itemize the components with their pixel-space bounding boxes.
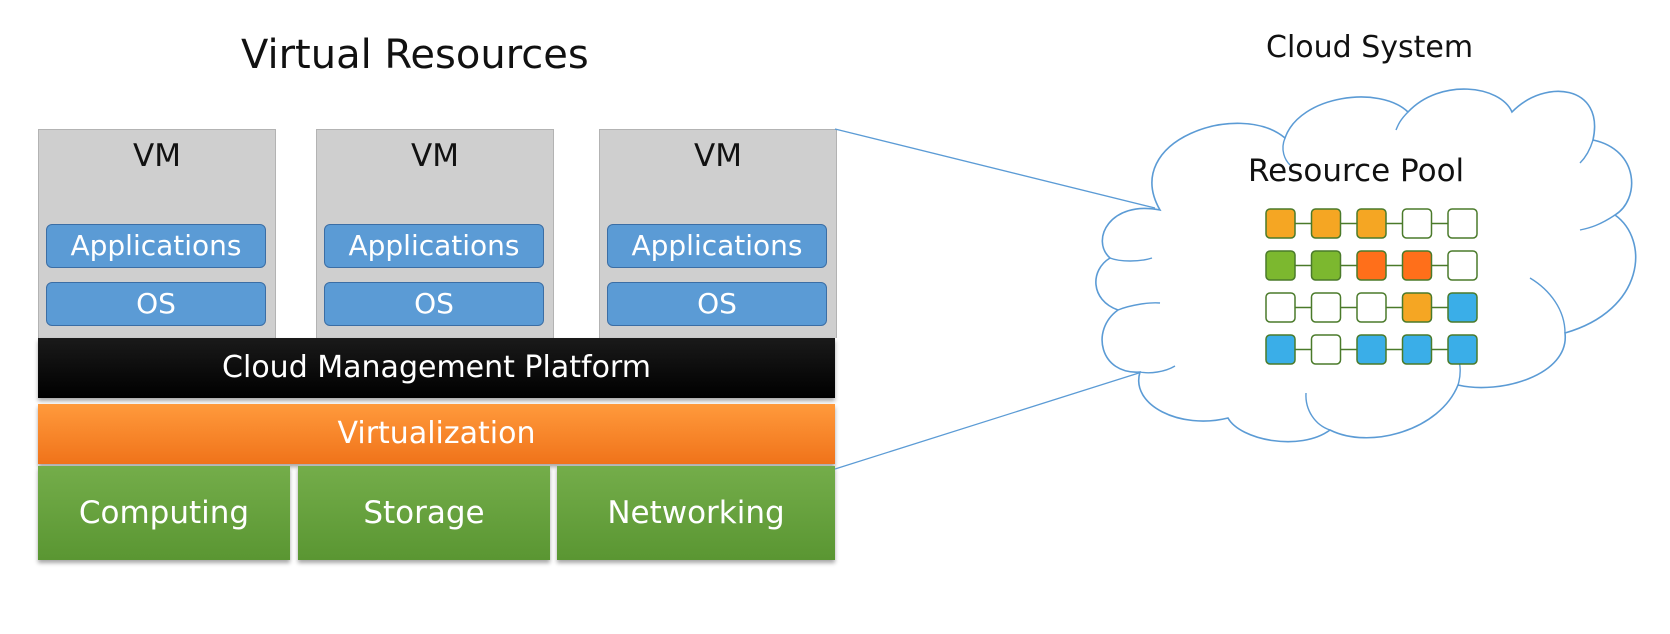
vm-box-3: VM Applications OS — [599, 129, 837, 338]
os-box: OS — [46, 282, 266, 326]
cloud-management-platform-bar: Cloud Management Platform — [38, 338, 835, 398]
computing-box: Computing — [38, 466, 290, 560]
pool-cell-empty — [1447, 208, 1478, 239]
resource-pool-grid — [1265, 208, 1478, 365]
pool-cell-orange — [1401, 292, 1433, 323]
vm-box-2: VM Applications OS — [316, 129, 554, 338]
vm-label: VM — [694, 138, 742, 174]
vm-label: VM — [133, 138, 181, 174]
cloud-inner-stroke — [1579, 214, 1616, 231]
pool-cell-blue — [1447, 292, 1478, 323]
cloud-inner-stroke — [1282, 137, 1291, 166]
pool-cell-empty — [1310, 334, 1342, 365]
pool-cell-dark-orange — [1356, 250, 1387, 281]
pool-cell-empty — [1401, 208, 1433, 239]
vm-label: VM — [411, 138, 459, 174]
pool-cell-empty — [1310, 292, 1342, 323]
pool-cell-blue — [1265, 334, 1296, 365]
cloud-system-title: Cloud System — [1266, 30, 1474, 65]
pool-cell-orange — [1310, 208, 1342, 239]
cloud-inner-stroke — [1117, 302, 1161, 311]
applications-box: Applications — [607, 224, 827, 268]
applications-box: Applications — [46, 224, 266, 268]
cloud-inner-stroke — [1395, 111, 1409, 131]
connector-line-bottom — [834, 371, 1143, 470]
pool-cell-empty — [1447, 250, 1478, 281]
cloud-inner-stroke — [1529, 277, 1566, 334]
virtualization-bar: Virtualization — [38, 404, 835, 464]
connector-line-top — [834, 128, 1156, 209]
cloud-inner-stroke — [1139, 365, 1176, 374]
pool-cell-orange — [1356, 208, 1387, 239]
pool-cell-green — [1310, 250, 1342, 281]
networking-box: Networking — [557, 466, 835, 560]
pool-cell-orange — [1265, 208, 1296, 239]
pool-cell-empty — [1356, 292, 1387, 323]
cloud-inner-stroke — [1579, 139, 1594, 164]
pool-cell-blue — [1356, 334, 1387, 365]
pool-cell-blue — [1447, 334, 1478, 365]
vm-box-1: VM Applications OS — [38, 129, 276, 338]
applications-box: Applications — [324, 224, 544, 268]
os-box: OS — [607, 282, 827, 326]
pool-cell-green — [1265, 250, 1296, 281]
cloud-inner-stroke — [1305, 392, 1331, 431]
virtual-resources-title: Virtual Resources — [241, 32, 589, 78]
pool-cell-empty — [1265, 292, 1296, 323]
storage-box: Storage — [298, 466, 550, 560]
pool-cell-dark-orange — [1401, 250, 1433, 281]
cloud-inner-stroke — [1109, 257, 1153, 262]
resource-pool-title: Resource Pool — [1248, 153, 1465, 189]
pool-cell-blue — [1401, 334, 1433, 365]
os-box: OS — [324, 282, 544, 326]
